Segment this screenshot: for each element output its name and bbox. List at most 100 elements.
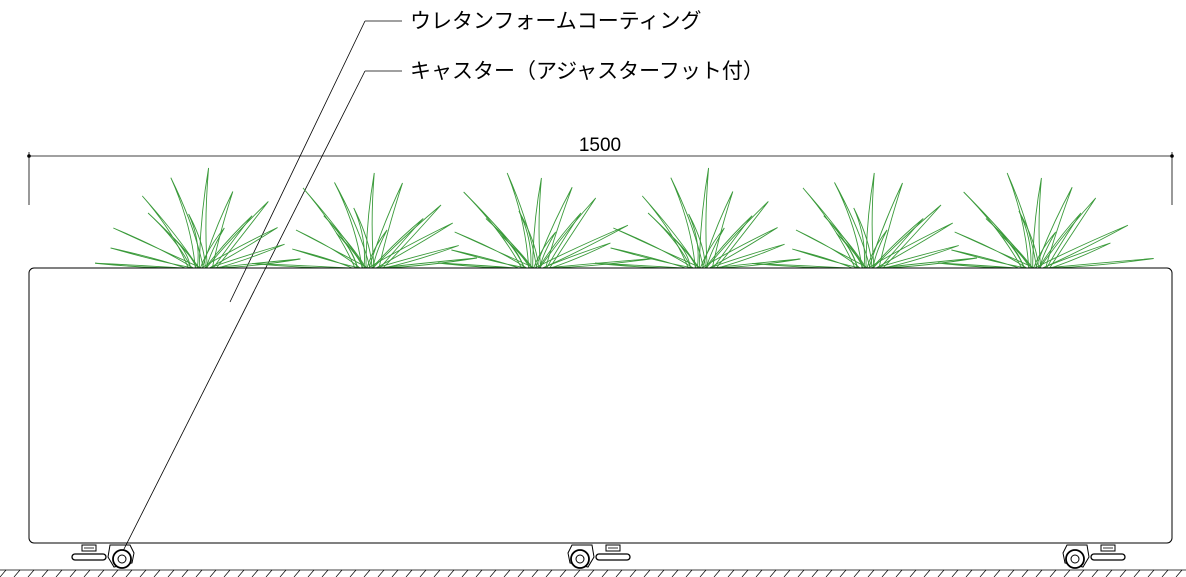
floor-hatch-mark (41, 569, 49, 577)
floor-hatch-mark (1077, 569, 1085, 577)
floor-hatch-mark (377, 569, 385, 577)
callout-caster-diagonal (121, 70, 366, 554)
grass-blade (699, 227, 725, 269)
grass-clump (752, 172, 978, 269)
grass-blade (141, 195, 199, 269)
floor-hatch-mark (307, 569, 315, 577)
floor-hatch-mark (447, 569, 455, 577)
floor-hatch-mark (825, 569, 833, 577)
grass-blade (201, 191, 234, 269)
adjuster-stem (1100, 544, 1116, 552)
floor-hatch-mark (293, 569, 301, 577)
floor-hatch-mark (657, 569, 665, 577)
grass-blade (954, 231, 1035, 269)
floor-hatch-mark (1063, 569, 1071, 577)
grass-blade (113, 227, 202, 269)
caster (71, 544, 135, 569)
floor-hatch-mark (503, 569, 511, 577)
grass-blade (302, 187, 366, 269)
grass-blade (688, 213, 706, 269)
floor-hatch-mark (741, 569, 749, 577)
grass-blade (451, 249, 527, 269)
grass-blade (535, 187, 573, 269)
floor-hatch-mark (797, 569, 805, 577)
grass-blade (533, 231, 557, 269)
adjuster-stem (605, 544, 621, 552)
grass-blade (292, 248, 361, 269)
floor-hatch-mark (853, 569, 861, 577)
floor-hatch-mark (27, 569, 35, 577)
adjuster-pad (71, 553, 107, 561)
grass-blade (1045, 258, 1154, 269)
floor-hatch-mark (615, 569, 623, 577)
floor-hatch-mark (97, 569, 105, 577)
grass-blade (1000, 234, 1031, 269)
grass-blade (199, 227, 225, 269)
grass-blade (712, 258, 801, 269)
floor-hatch-mark (83, 569, 91, 577)
grass-blade (538, 212, 582, 269)
floor-hatch-mark (181, 569, 189, 577)
caster-hub (575, 554, 585, 564)
floor-hatch-mark (909, 569, 917, 577)
grass-blade (534, 224, 629, 269)
grass-blade (795, 229, 869, 269)
grass-blade (985, 218, 1034, 269)
floor-hatch-mark (461, 569, 469, 577)
grass-blade (110, 247, 194, 269)
floor-hatch-mark (769, 569, 777, 577)
grass-blade (454, 231, 535, 269)
floor-hatch-mark (517, 569, 525, 577)
grass-blade (188, 213, 206, 269)
grass-blade (671, 236, 697, 269)
grass-blade (375, 245, 459, 269)
floor-hatch-mark (713, 569, 721, 577)
floor-hatch-mark (1147, 569, 1155, 577)
floor-hatch-mark (489, 569, 497, 577)
floor-hatch-mark (545, 569, 553, 577)
floor-hatch-mark (237, 569, 245, 577)
floor-hatch-mark (629, 569, 637, 577)
floor-hatch-mark (811, 569, 819, 577)
floor-hatch-mark (601, 569, 609, 577)
floor-hatch-mark (209, 569, 217, 577)
caster (1062, 544, 1126, 569)
grass-blade (705, 201, 769, 269)
grass-blade (335, 232, 364, 269)
floor-hatch-mark (195, 569, 203, 577)
grass-blade (868, 182, 903, 269)
floor-hatch-mark (0, 569, 7, 577)
grass-blade (951, 249, 1027, 269)
floor-hatch-mark (1119, 569, 1127, 577)
grass-blade (252, 263, 356, 269)
adjuster-stem (81, 544, 97, 552)
grass-blade (295, 229, 369, 269)
floor-hatch-mark (727, 569, 735, 577)
grass-clump (95, 167, 301, 269)
floor-hatch-mark (993, 569, 1001, 577)
grass-blade (485, 218, 534, 269)
dimension-dot-right (1170, 154, 1174, 158)
floor-hatch-mark (349, 569, 357, 577)
floor-hatch-mark (223, 569, 231, 577)
adjuster-pad (595, 553, 631, 561)
grass-blade (1042, 242, 1111, 269)
grass-blade (835, 232, 864, 269)
dimension-width: 1500 (27, 135, 1174, 205)
grass-blade (792, 248, 861, 269)
grass-blade (372, 204, 442, 269)
grass-clump (437, 172, 654, 269)
floor-hatch-mark (13, 569, 21, 577)
callout-caster: キャスター（アジャスターフット付） (121, 59, 764, 554)
floor-hatch-mark (279, 569, 287, 577)
floor-hatch-mark (643, 569, 651, 577)
callout-caster-label: キャスター（アジャスターフット付） (410, 59, 764, 83)
floor-hatch-mark (265, 569, 273, 577)
grass-blade (937, 262, 1022, 269)
grass-blade (834, 182, 871, 269)
floor-hatch-mark (125, 569, 133, 577)
grass-blade (866, 229, 888, 269)
caster-wheel (570, 549, 590, 569)
floor-hatch-mark (167, 569, 175, 577)
floor-hatch-mark (895, 569, 903, 577)
